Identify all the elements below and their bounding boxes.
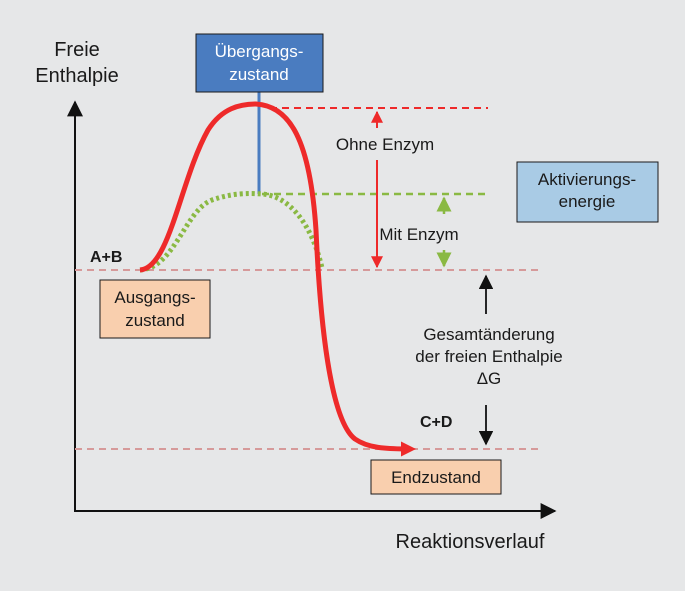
start-state-line2: zustand: [125, 311, 185, 330]
y-axis-label-line2: Enthalpie: [35, 65, 118, 87]
end-state-box: [370, 459, 502, 495]
x-axis-label: Reaktionsverlauf: [396, 531, 545, 553]
curve-without-enzyme: [139, 101, 416, 457]
transition-state-line2: zustand: [229, 65, 289, 84]
total-change-line3: ΔG: [477, 369, 502, 388]
total-change-line1: Gesamtänderung: [423, 325, 554, 344]
end-state-label: Endzustand: [391, 468, 481, 487]
start-state-box: [99, 279, 211, 339]
activation-energy-box: [516, 161, 659, 223]
reactants-label: A+B: [90, 249, 122, 266]
label-with-enzyme: Mit Enzym: [379, 225, 458, 244]
start-state-line1: Ausgangs-: [114, 288, 195, 307]
curve-with-enzyme: [139, 191, 325, 273]
y-axis-label-line1: Freie: [54, 39, 100, 61]
transition-state-line1: Übergangs-: [215, 42, 304, 61]
total-change-line2: der freien Enthalpie: [415, 347, 562, 366]
label-without-enzyme: Ohne Enzym: [336, 135, 434, 154]
transition-state-box: [195, 33, 324, 93]
products-label: C+D: [420, 414, 452, 431]
activation-energy-line1: Aktivierungs-: [538, 170, 636, 189]
activation-energy-line2: energie: [559, 192, 616, 211]
